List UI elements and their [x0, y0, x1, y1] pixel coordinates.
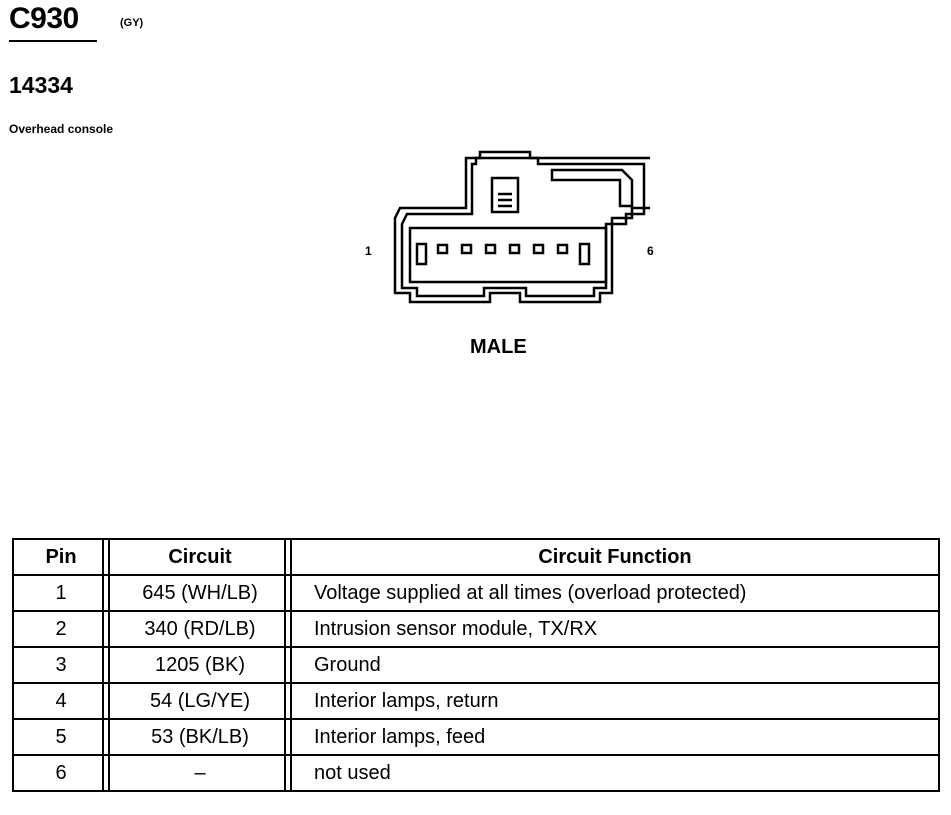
location-label: Overhead console	[9, 122, 114, 136]
pin-cell: 3	[14, 648, 110, 684]
pin-cell: 4	[14, 684, 110, 720]
circuit-cell: 53 (BK/LB)	[110, 720, 292, 756]
function-cell: Interior lamps, feed	[292, 720, 938, 756]
table-row: 2 340 (RD/LB) Intrusion sensor module, T…	[14, 612, 938, 648]
connector-id: C930	[9, 2, 79, 35]
header-circuit: Circuit	[110, 540, 292, 576]
pinout-table: Pin Circuit Circuit Function 1 645 (WH/L…	[12, 538, 940, 792]
terminal-pin-5	[508, 243, 521, 255]
table-header-row: Pin Circuit Circuit Function	[14, 540, 938, 576]
table-row: 6 – not used	[14, 756, 938, 790]
center-latch	[490, 176, 520, 214]
color-code: (GY)	[120, 17, 144, 29]
pin-cell: 2	[14, 612, 110, 648]
terminal-pin-8	[578, 242, 591, 266]
terminal-pin-2	[436, 243, 449, 255]
function-cell: Interior lamps, return	[292, 684, 938, 720]
function-cell: Voltage supplied at all times (overload …	[292, 576, 938, 612]
terminal-pin-4	[484, 243, 497, 255]
pin-first-label: 1	[365, 244, 372, 258]
pin-cavity	[408, 226, 608, 284]
function-cell: Ground	[292, 648, 938, 684]
circuit-cell: –	[110, 756, 292, 790]
terminal-pin-1	[415, 242, 428, 266]
pin-cell: 6	[14, 756, 110, 790]
table-row: 1 645 (WH/LB) Voltage supplied at all ti…	[14, 576, 938, 612]
connector-inner-housing	[400, 156, 646, 298]
circuit-cell: 340 (RD/LB)	[110, 612, 292, 648]
pin-last-label: 6	[647, 244, 654, 258]
terminal-pin-6	[532, 243, 545, 255]
function-cell: not used	[314, 761, 391, 784]
connector-face-diagram	[393, 150, 650, 304]
terminal-pin-7	[556, 243, 569, 255]
terminal-pin-3	[460, 243, 473, 255]
pin-cell: 1	[14, 576, 110, 612]
table-row: 3 1205 (BK) Ground	[14, 648, 938, 684]
title-underline	[9, 40, 97, 42]
function-cell: Intrusion sensor module, TX/RX	[292, 612, 938, 648]
table-row: 4 54 (LG/YE) Interior lamps, return	[14, 684, 938, 720]
circuit-cell: 645 (WH/LB)	[110, 576, 292, 612]
connector-gender-label: MALE	[470, 336, 527, 358]
circuit-cell: 1205 (BK)	[110, 648, 292, 684]
circuit-cell: 54 (LG/YE)	[110, 684, 292, 720]
key-slot	[550, 168, 634, 208]
table-row: 5 53 (BK/LB) Interior lamps, feed	[14, 720, 938, 756]
part-number: 14334	[9, 72, 73, 98]
pin-cell: 5	[14, 720, 110, 756]
header-circuit-function: Circuit Function	[292, 540, 938, 576]
header-pin: Pin	[14, 540, 110, 576]
